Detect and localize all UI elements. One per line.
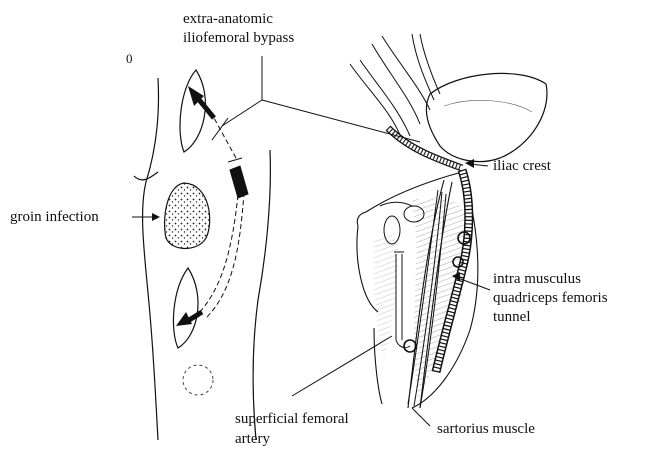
tunnel-label-line3: tunnel (493, 308, 531, 326)
corner-mark: 0 (126, 50, 133, 68)
iliac-crest-label: iliac crest (493, 157, 551, 175)
superficial-femoral-artery (394, 252, 410, 348)
bypass-label-line1: extra-anatomic (183, 10, 273, 28)
upper-tissue (350, 34, 440, 140)
sfa-label-line2: artery (235, 430, 270, 448)
sartorius-label: sartorius muscle (437, 420, 535, 438)
groin-infection-label: groin infection (10, 208, 99, 226)
knee-outline (183, 365, 213, 395)
graft-tunnel-block (228, 158, 248, 198)
groin-infection-area (165, 183, 210, 249)
bypass-graft-upper (388, 128, 462, 168)
iliac-wing (426, 73, 547, 161)
upper-incision (180, 70, 205, 152)
tunnel-label-line1: intra musculus (493, 270, 581, 288)
lower-incision (173, 268, 198, 348)
tunnel-label-line2: quadriceps femoris (493, 289, 608, 307)
sfa-label-line1: superficial femoral (235, 410, 349, 428)
bypass-label-line2: iliofemoral bypass (183, 29, 294, 47)
left-body-outline (134, 78, 270, 440)
